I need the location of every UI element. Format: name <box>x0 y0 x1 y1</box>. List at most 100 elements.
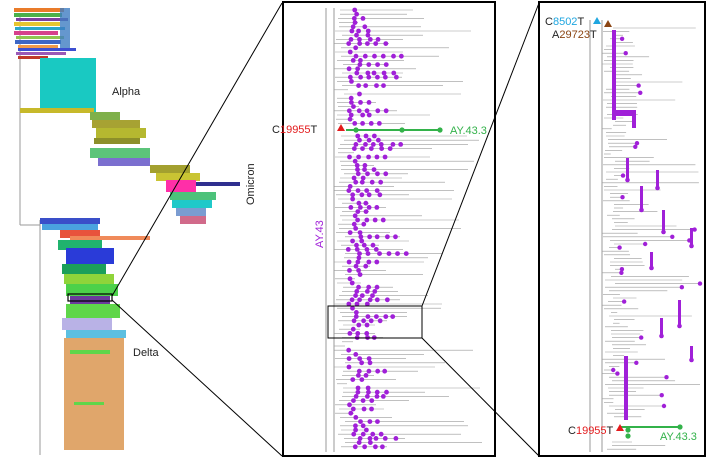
right-tip <box>615 371 620 376</box>
middle-tip <box>355 389 361 395</box>
middle-tip <box>380 444 385 450</box>
middle-tip <box>354 11 360 17</box>
middle-tip <box>366 192 372 198</box>
middle-tip <box>386 251 392 256</box>
middle-tip <box>366 284 372 290</box>
right-tip <box>639 207 644 213</box>
middle-tip <box>366 137 372 143</box>
middle-tip <box>365 171 370 177</box>
middle-tip <box>356 28 361 34</box>
right-lineage-column-2 <box>632 112 636 128</box>
right-mutation-bottom-label: C19955T <box>568 425 614 437</box>
middle-tip <box>350 377 356 382</box>
middle-tip <box>367 297 373 303</box>
right-mutation-second-prefix: A <box>552 29 560 41</box>
alpha-lower-c <box>96 128 146 138</box>
right-tip <box>649 265 654 271</box>
middle-tip <box>353 226 359 231</box>
middle-tip <box>357 62 363 67</box>
middle-tip <box>384 297 390 303</box>
middle-tip <box>366 112 372 118</box>
middle-tip <box>350 58 356 63</box>
middle-tip <box>353 179 359 185</box>
middle-tip <box>360 146 365 152</box>
middle-tip <box>353 352 359 357</box>
middle-tip <box>375 137 381 143</box>
middle-tip <box>380 394 386 399</box>
middle-tip <box>363 200 369 206</box>
middle-tip <box>372 217 378 223</box>
middle-tip <box>377 318 383 324</box>
alpha-top-cluster <box>14 8 76 59</box>
middle-tip <box>356 83 362 88</box>
middle-panel-frame <box>282 1 496 457</box>
right-lineage-column-3 <box>624 356 628 420</box>
right-mutation-second-suffix: T <box>590 29 597 41</box>
middle-tip <box>358 74 364 80</box>
middle-mutation-position: 19955 <box>280 124 311 136</box>
middle-tip <box>359 238 365 244</box>
middle-tip <box>360 431 366 437</box>
middle-tip <box>356 368 362 374</box>
middle-tip <box>362 167 367 173</box>
alpha-lower-b <box>92 120 140 128</box>
middle-tip <box>359 179 365 185</box>
middle-tip <box>352 20 358 25</box>
middle-tip <box>349 280 355 286</box>
right-lineage-column-1 <box>612 30 616 120</box>
right-clade-tip <box>677 424 683 430</box>
middle-tip <box>395 251 400 256</box>
delta-label: Delta <box>133 347 160 359</box>
middle-tip <box>356 440 362 445</box>
right-clade-bar <box>660 318 663 336</box>
omicron-cluster <box>150 165 240 224</box>
right-clade-bar <box>650 252 653 268</box>
middle-mutation-suffix: T <box>311 124 318 136</box>
middle-tip <box>375 368 381 374</box>
right-tip <box>659 333 664 339</box>
middle-tip <box>393 234 398 240</box>
middle-tip <box>379 146 385 152</box>
right-clade-bar <box>656 170 659 188</box>
middle-tip <box>384 234 390 240</box>
middle-tip <box>353 310 359 315</box>
middle-tip <box>347 331 353 336</box>
middle-tip <box>374 389 380 395</box>
middle-tip <box>346 301 352 307</box>
middle-tip <box>382 368 388 374</box>
middle-tip <box>382 436 388 441</box>
middle-tip <box>355 331 361 336</box>
omicron-label: Omicron <box>245 163 257 205</box>
middle-tip <box>374 83 379 88</box>
middle-tip <box>367 440 373 445</box>
right-mutation-second-label: A29723T <box>552 29 597 41</box>
middle-tip <box>348 95 354 101</box>
middle-tip <box>346 364 352 370</box>
right-clade-bar <box>690 228 693 246</box>
right-tip <box>692 227 697 232</box>
middle-tip <box>359 192 365 198</box>
middle-tip <box>351 104 356 109</box>
right-tip <box>659 393 664 398</box>
middle-tip <box>376 121 382 126</box>
middle-tip <box>366 205 372 210</box>
middle-selection-box <box>327 305 423 339</box>
middle-tip <box>367 234 373 240</box>
middle-tip <box>357 37 362 42</box>
middle-tip <box>357 137 362 143</box>
right-mutation-marker-top <box>593 17 601 24</box>
middle-tip <box>359 293 365 298</box>
middle-tip <box>374 259 380 265</box>
middle-tip <box>357 41 363 46</box>
middle-tip <box>355 385 361 391</box>
middle-tip <box>363 209 369 215</box>
middle-tip <box>352 213 358 219</box>
middle-tip <box>346 41 352 46</box>
alpha-lower-d <box>94 138 140 144</box>
middle-tip <box>373 314 379 319</box>
right-tip <box>638 335 644 340</box>
right-clade-bar <box>626 158 629 180</box>
middle-tip <box>374 394 380 399</box>
middle-tip <box>364 217 370 223</box>
